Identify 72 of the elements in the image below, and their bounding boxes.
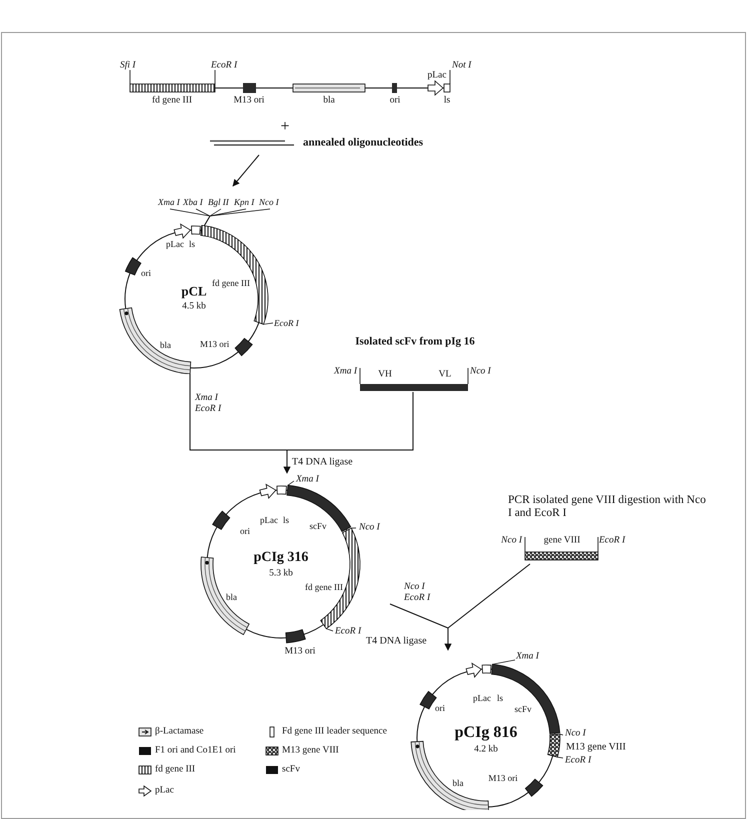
heading-text: Isolated scFv from pIg 16 <box>355 336 475 348</box>
feature-label: VH <box>378 370 392 380</box>
legend-text: Fd gene III leader sequence <box>282 726 387 738</box>
feature-label: bla <box>226 592 237 602</box>
feature-label: ls <box>189 238 196 250</box>
restriction-site-label: Nco I <box>470 366 491 378</box>
edge-label: Nco I EcoR I <box>404 582 432 604</box>
restriction-site-label: Nco I <box>359 522 380 534</box>
feature-label: M13 ori <box>234 96 264 106</box>
feature-label: pLac <box>166 238 184 250</box>
feature-label: pLac <box>473 692 491 704</box>
feature-label: fd gene III <box>212 278 250 288</box>
feature-label: VL <box>438 370 452 380</box>
feature-label: ori <box>390 96 400 106</box>
legend-text: M13 gene VIII <box>282 746 339 756</box>
restriction-site-label: Not I <box>452 60 472 72</box>
annotation-text: T4 DNA ligase <box>292 456 353 468</box>
restriction-site-label: Xma I <box>158 196 180 208</box>
restriction-site-label: Nco I <box>565 728 586 740</box>
feature-label: M13 gene VIII <box>566 741 626 753</box>
restriction-site-label: EcoR I <box>599 536 626 546</box>
feature-label: ori <box>240 526 250 536</box>
arrow <box>232 154 260 187</box>
feature-label: fd gene III <box>305 582 343 592</box>
feature-label: ls <box>444 96 450 106</box>
restriction-site-label: Kpn I <box>234 196 254 208</box>
legend-text: fd gene III <box>155 764 196 776</box>
restriction-site-label: Xma I <box>516 652 539 662</box>
plasmid-size: 4.5 kb <box>182 302 206 312</box>
restriction-site-label: EcoR I <box>335 626 362 638</box>
legend-text: scFv <box>282 764 300 776</box>
edge-label: Xma I EcoR I <box>195 393 222 415</box>
feature-label: bla <box>452 778 464 788</box>
feature-label: ori <box>141 268 151 278</box>
plasmid-size: 5.3 kb <box>269 568 293 580</box>
restriction-site-label: EcoR I <box>274 318 299 328</box>
plus-sign: + <box>280 118 290 136</box>
restriction-site-label: EcoR I <box>211 60 238 72</box>
arrow <box>444 564 530 651</box>
plasmid-name: pCIg 816 <box>454 724 518 742</box>
restriction-site-label: Xma I <box>334 366 357 378</box>
feature-label: ls <box>283 514 290 526</box>
restriction-site-label: Xma I <box>296 474 319 486</box>
annotation-text: PCR isolated gene VIII digestion with Nco I and EcoR I <box>508 494 707 520</box>
plasmid-name: pCIg 316 <box>254 550 308 566</box>
feature-label: scFv <box>514 704 532 714</box>
feature-label: pLac <box>260 514 278 526</box>
restriction-site-label: Bgl II <box>208 196 229 208</box>
restriction-site-label: EcoR I <box>565 756 592 766</box>
arrow <box>284 392 414 474</box>
feature-label: scFv <box>310 520 326 532</box>
annotation-text: annealed oligonucleotides <box>303 136 424 150</box>
legend-text: pLac <box>155 786 174 796</box>
restriction-site-label: Nco I <box>259 196 279 208</box>
legend-text: β-Lactamase <box>155 726 204 738</box>
feature-label: bla <box>323 96 335 106</box>
restriction-site-label: Nco I <box>501 536 522 546</box>
feature-label: ori <box>435 702 445 714</box>
feature-label: M13 ori <box>488 772 518 784</box>
restriction-site-label: Xba I <box>183 196 203 208</box>
feature-label: fd gene III <box>152 96 192 106</box>
feature-label: bla <box>160 340 171 350</box>
annotation-text: T4 DNA ligase <box>366 635 427 647</box>
legend-text: F1 ori and Co1E1 ori <box>155 746 236 756</box>
feature-label: pLac <box>428 70 446 82</box>
feature-label: M13 ori <box>284 646 316 658</box>
plasmid-name: pCL <box>181 284 207 300</box>
feature-label: M13 ori <box>200 338 230 350</box>
restriction-site-label: Sfi I <box>120 60 136 72</box>
feature-label: ls <box>497 692 504 704</box>
feature-label: gene VIII <box>544 536 580 546</box>
plasmid-size: 4.2 kb <box>474 744 498 756</box>
